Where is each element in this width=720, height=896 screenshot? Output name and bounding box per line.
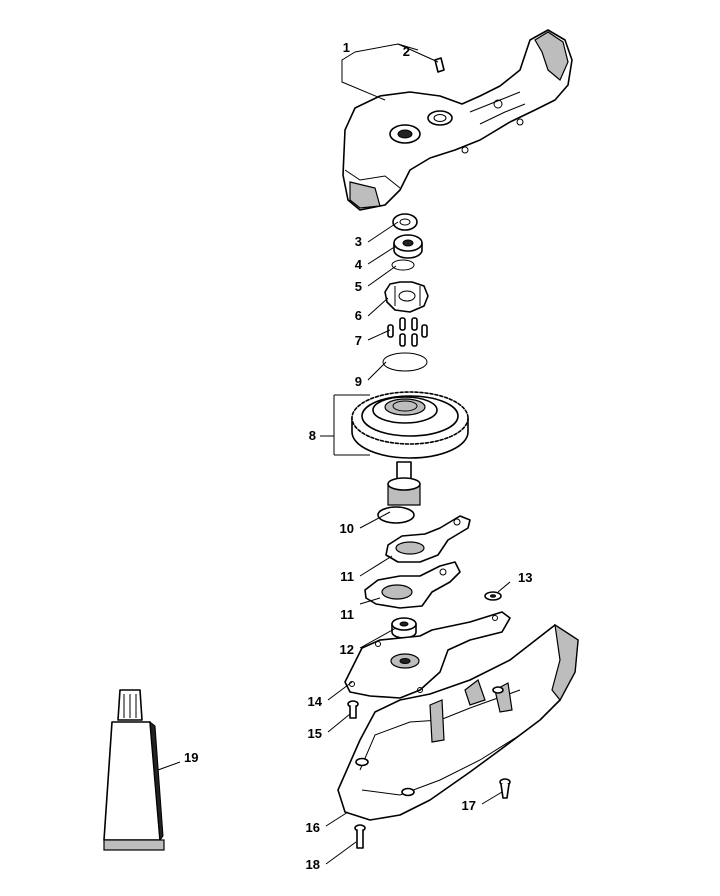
part-19-grease-tube	[103, 689, 165, 851]
part-5-circlip	[391, 259, 415, 271]
part-3-washer	[392, 213, 418, 231]
part-9-o-ring	[382, 352, 428, 372]
callout-4: 4	[355, 257, 363, 272]
part-4-ball-bearing	[393, 234, 423, 259]
part-16-housing-cover	[337, 623, 579, 821]
part-18-screw	[354, 824, 366, 849]
part-15-screw	[347, 700, 359, 719]
callout-11-upper: 11	[340, 569, 354, 584]
callout-14: 14	[308, 694, 323, 709]
part-6-carrier	[384, 281, 429, 313]
part-10-eccentric	[377, 461, 421, 524]
part-1-gear-housing	[342, 29, 573, 211]
callout-17: 17	[462, 798, 476, 813]
part-7-rollers	[387, 317, 428, 347]
callout-10: 10	[340, 521, 354, 536]
part-12-bearing	[391, 617, 417, 639]
leader-lines	[157, 43, 511, 865]
part-11a-connecting-rod	[385, 515, 471, 563]
part-14-plate	[344, 611, 511, 699]
callout-13: 13	[518, 570, 532, 585]
callout-15: 15	[308, 726, 322, 741]
part-17-screw	[499, 778, 511, 799]
callout-6: 6	[355, 308, 362, 323]
callout-5: 5	[355, 279, 362, 294]
callout-16: 16	[306, 820, 320, 835]
callout-1: 1	[343, 40, 350, 55]
part-13-washer	[484, 591, 502, 601]
callout-8: 8	[309, 428, 316, 443]
part-8-spur-gear	[351, 391, 469, 459]
callout-2: 2	[403, 44, 410, 59]
callout-9: 9	[355, 374, 362, 389]
callout-11-lower: 11	[340, 607, 354, 622]
callout-18: 18	[306, 857, 320, 872]
callout-labels: 1 2 3 4 5 6 7 9 8 10 11 13 11 12 14 15 1…	[184, 40, 532, 872]
callout-3: 3	[355, 234, 362, 249]
callout-7: 7	[355, 333, 362, 348]
callout-19: 19	[184, 750, 198, 765]
part-11b-connecting-rod	[364, 561, 461, 609]
callout-12: 12	[340, 642, 354, 657]
part-2-pin	[434, 57, 445, 73]
